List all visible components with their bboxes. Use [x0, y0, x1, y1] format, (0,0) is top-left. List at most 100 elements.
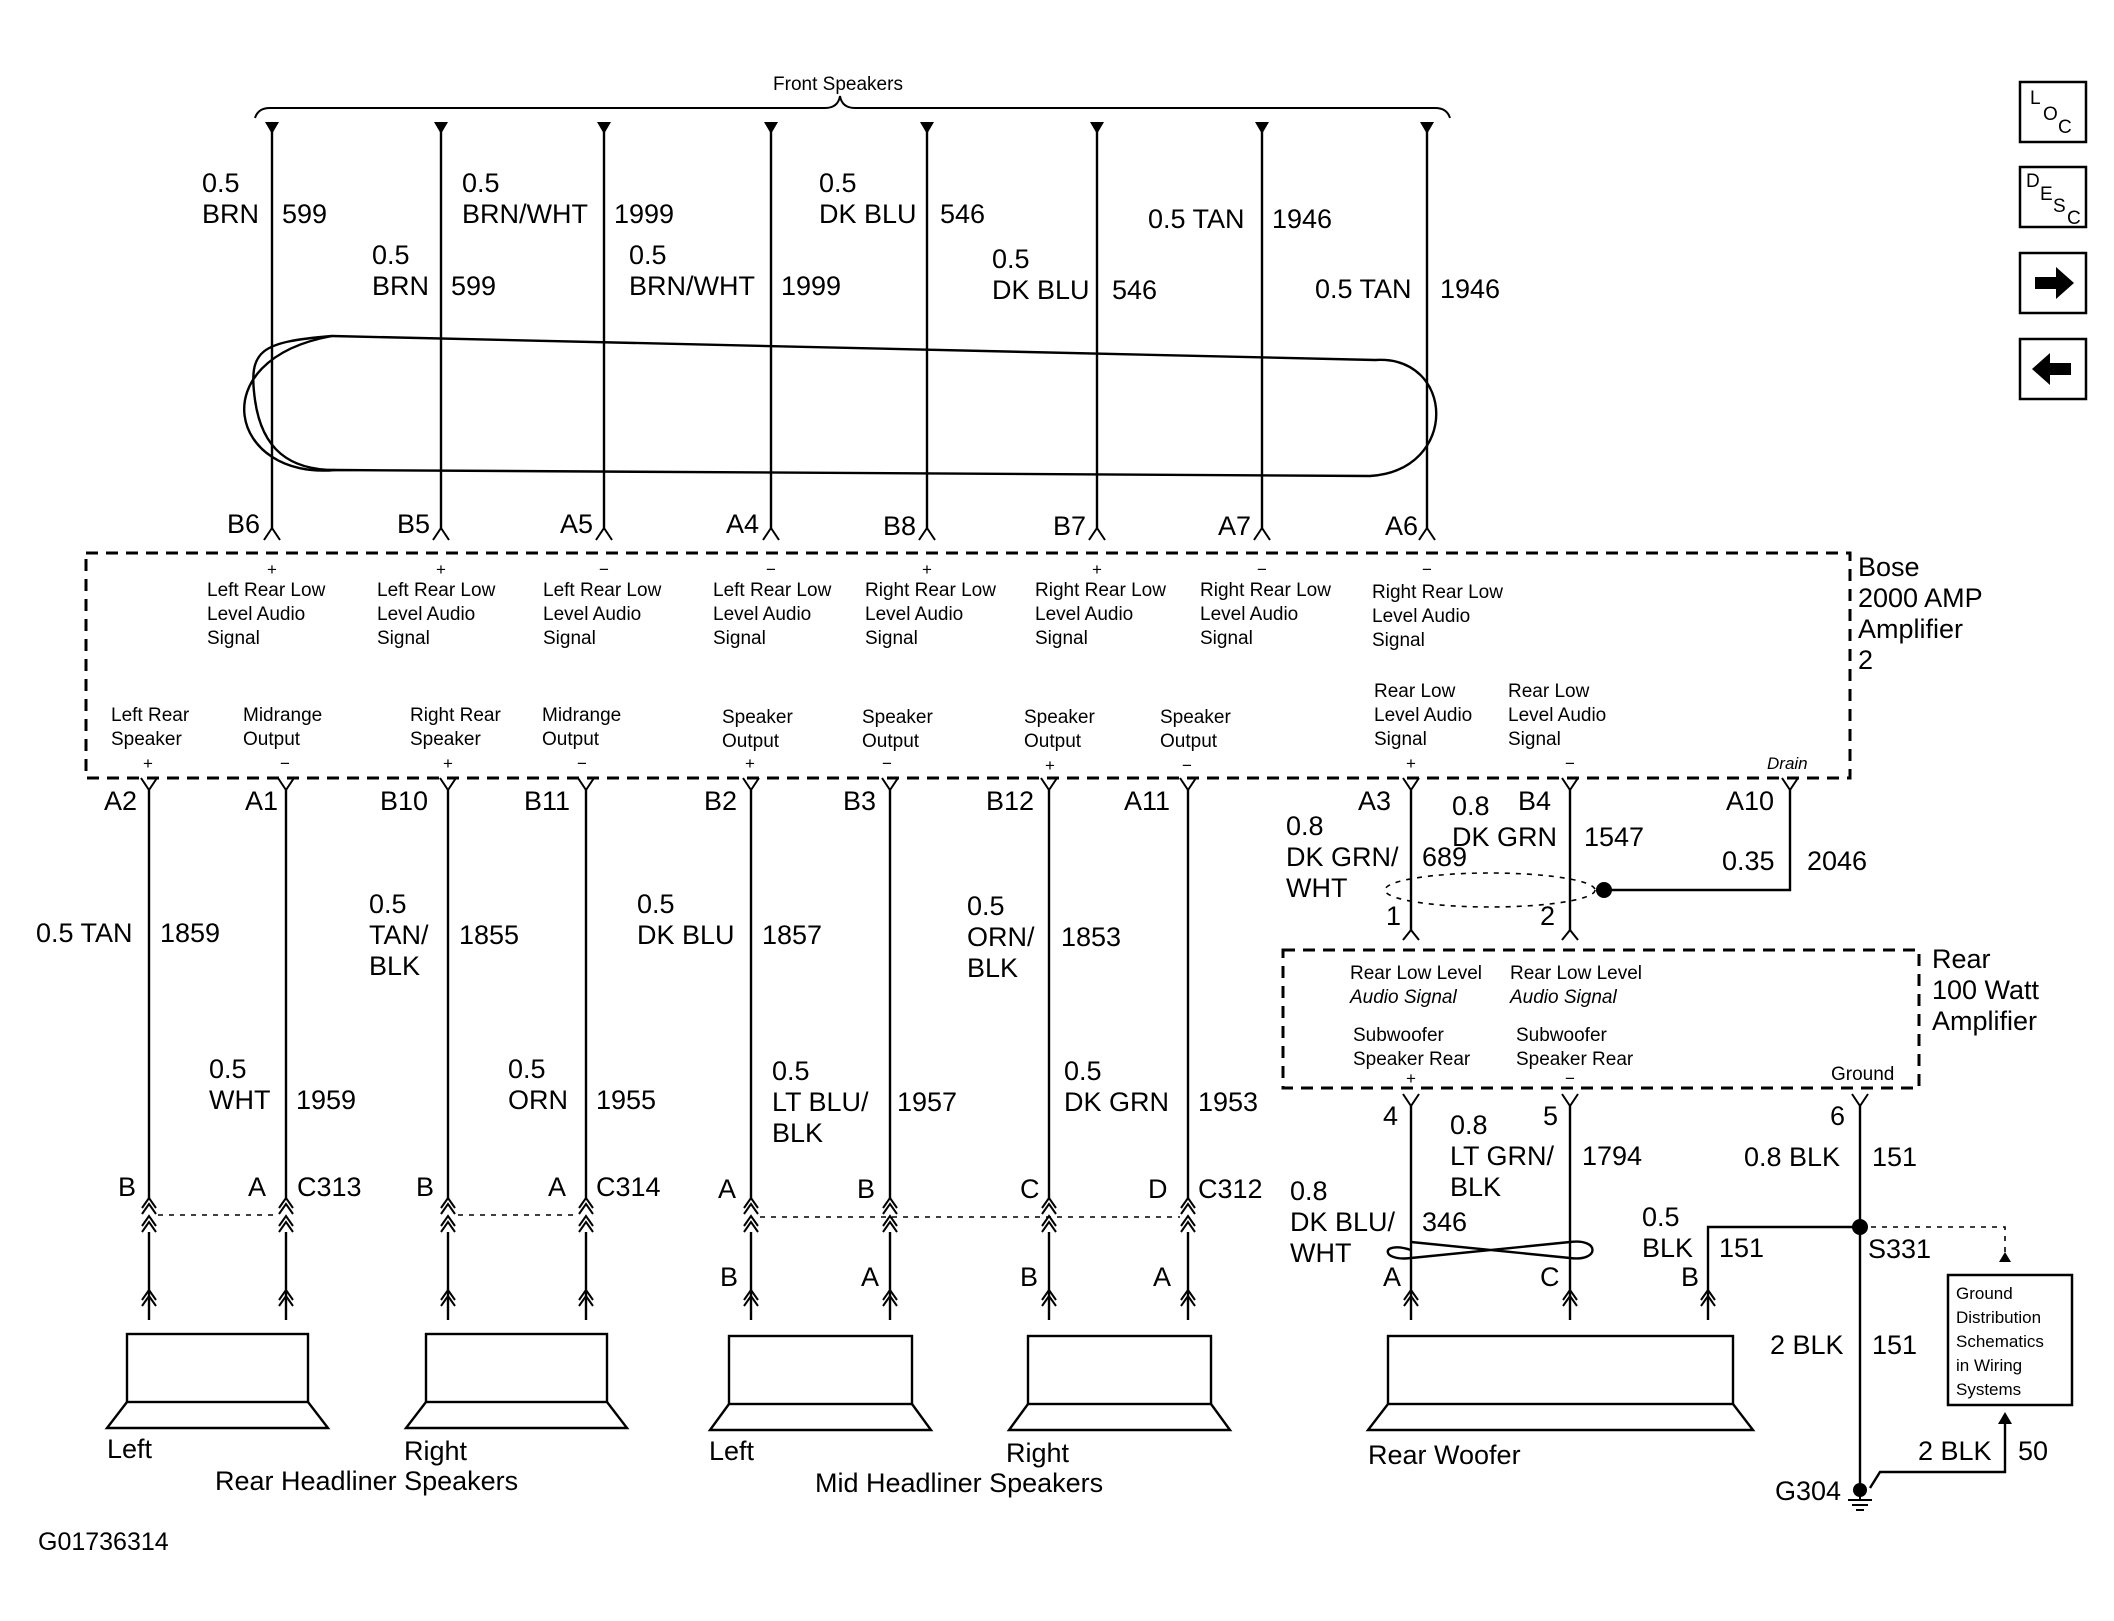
pin-desc-a4: Left Rear Low Level Audio Signal [713, 580, 832, 649]
twisted-pair-loop [243, 334, 1438, 478]
front-wires: 0.5 BRN 599 0.5 BRN 599 0.5 BRN/WHT 1999… [202, 122, 1500, 528]
svg-text:1959: 1959 [296, 1085, 356, 1115]
svg-text:Speaker: Speaker [111, 729, 182, 750]
svg-text:−: − [766, 560, 776, 579]
svg-text:Level Audio: Level Audio [543, 604, 641, 625]
svg-text:1547: 1547 [1584, 822, 1644, 852]
svg-text:Level Audio: Level Audio [1508, 705, 1606, 726]
mid-left-speaker-pin-a: A [861, 1262, 879, 1292]
svg-text:BRN/WHT: BRN/WHT [462, 199, 588, 229]
svg-text:O: O [2043, 104, 2058, 125]
prev-page-button[interactable] [2018, 337, 2088, 401]
svg-text:1853: 1853 [1061, 922, 1121, 952]
svg-text:Signal: Signal [1200, 628, 1253, 649]
svg-text:+: + [1406, 754, 1416, 773]
svg-text:546: 546 [940, 199, 985, 229]
svg-text:0.5: 0.5 [209, 1054, 247, 1084]
desc-button[interactable]: D E S C [2018, 165, 2088, 229]
svg-text:599: 599 [451, 271, 496, 301]
svg-text:Level Audio: Level Audio [1372, 606, 1470, 627]
svg-text:C314: C314 [596, 1172, 661, 1202]
connector-c312: A B C D C312 [718, 1174, 1263, 1233]
svg-text:−: − [599, 560, 609, 579]
svg-text:0.5: 0.5 [819, 168, 857, 198]
svg-text:546: 546 [1112, 275, 1157, 305]
svg-text:Systems: Systems [1956, 1380, 2021, 1399]
wire-599-lower-label: 0.5 BRN 599 [372, 240, 496, 301]
svg-text:ORN: ORN [508, 1085, 568, 1115]
svg-text:Level Audio: Level Audio [865, 604, 963, 625]
svg-text:0.8: 0.8 [1452, 791, 1490, 821]
svg-text:Rear Low: Rear Low [1508, 681, 1590, 702]
svg-text:B5: B5 [397, 509, 430, 539]
svg-text:599: 599 [282, 199, 327, 229]
svg-text:Signal: Signal [865, 628, 918, 649]
connector-c314: B A C314 [416, 1172, 661, 1233]
svg-text:1955: 1955 [596, 1085, 656, 1115]
svg-text:1999: 1999 [614, 199, 674, 229]
wire-1957-label: 0.5 LT BLU/ BLK 1957 [772, 1056, 957, 1148]
rear-headliner-speakers-label: Rear Headliner Speakers [215, 1466, 518, 1496]
svg-text:1953: 1953 [1198, 1087, 1258, 1117]
svg-text:B2: B2 [704, 786, 737, 816]
ground-circuit: 0.8 BLK 151 S331 0.5 BLK 151 2 BLK 151 2… [1642, 1106, 2048, 1511]
svg-text:+: + [1092, 560, 1102, 579]
svg-text:Output: Output [542, 729, 600, 750]
svg-text:2: 2 [1540, 901, 1555, 931]
svg-text:2 BLK: 2 BLK [1918, 1436, 1992, 1466]
svg-text:Left Rear: Left Rear [111, 705, 190, 726]
pin-desc-a5: Left Rear Low Level Audio Signal [543, 580, 662, 649]
svg-text:A4: A4 [726, 509, 759, 539]
svg-text:B7: B7 [1053, 511, 1086, 541]
svg-text:Ground: Ground [1956, 1284, 2013, 1303]
svg-text:B10: B10 [380, 786, 428, 816]
ground-distribution-reference[interactable]: Ground Distribution Schematics in Wiring… [1946, 1273, 2074, 1407]
svg-text:C312: C312 [1198, 1174, 1263, 1204]
wire-1959-label: 0.5 WHT 1959 [209, 1054, 356, 1115]
svg-text:0.5: 0.5 [369, 889, 407, 919]
loc-button[interactable]: L O C [2018, 80, 2088, 144]
svg-text:Output: Output [243, 729, 301, 750]
svg-text:Midrange: Midrange [542, 705, 621, 726]
svg-text:Left Rear Low: Left Rear Low [207, 580, 326, 601]
svg-text:Rear Low Level: Rear Low Level [1510, 963, 1642, 984]
svg-text:2046: 2046 [1807, 846, 1867, 876]
svg-text:−: − [1257, 560, 1267, 579]
svg-text:D: D [1148, 1174, 1168, 1204]
next-page-button[interactable] [2018, 251, 2088, 315]
wire-1946-lower-label: 0.5 TAN 1946 [1315, 274, 1500, 304]
pin-desc-a6: Right Rear Low Level Audio Signal [1372, 582, 1503, 651]
svg-text:S: S [2053, 196, 2066, 217]
svg-text:A2: A2 [104, 786, 137, 816]
svg-text:Right Rear Low: Right Rear Low [1372, 582, 1503, 603]
svg-text:Signal: Signal [543, 628, 596, 649]
svg-text:50: 50 [2018, 1436, 2048, 1466]
svg-text:Level Audio: Level Audio [1200, 604, 1298, 625]
svg-text:−: − [280, 754, 290, 773]
svg-text:Signal: Signal [1372, 630, 1425, 651]
svg-text:−: − [1565, 754, 1575, 773]
svg-text:Level Audio: Level Audio [1035, 604, 1133, 625]
svg-text:0.5: 0.5 [772, 1056, 810, 1086]
svg-text:B11: B11 [524, 786, 570, 816]
svg-text:Speaker Rear: Speaker Rear [1353, 1049, 1471, 1070]
svg-text:B8: B8 [883, 511, 916, 541]
svg-text:Level Audio: Level Audio [1374, 705, 1472, 726]
svg-text:+: + [922, 560, 932, 579]
wire-1794-label: 0.8 LT GRN/ BLK 1794 [1450, 1110, 1642, 1202]
wire-1955-label: 0.5 ORN 1955 [508, 1054, 656, 1115]
svg-text:BLK: BLK [772, 1118, 823, 1148]
svg-text:DK GRN: DK GRN [1064, 1087, 1169, 1117]
mid-headliner-speakers-label: Mid Headliner Speakers [815, 1468, 1103, 1498]
pin-desc-b8: Right Rear Low Level Audio Signal [865, 580, 996, 649]
svg-text:0.5: 0.5 [462, 168, 500, 198]
svg-text:TAN/: TAN/ [369, 920, 429, 950]
wire-1999-upper-label: 0.5 BRN/WHT 1999 [462, 168, 674, 229]
svg-text:2: 2 [1858, 645, 1873, 675]
svg-text:C313: C313 [297, 1172, 362, 1202]
svg-text:5: 5 [1543, 1101, 1558, 1131]
svg-text:Signal: Signal [1508, 729, 1561, 750]
svg-text:DK BLU/: DK BLU/ [1290, 1207, 1396, 1237]
svg-text:1857: 1857 [762, 920, 822, 950]
svg-text:A3: A3 [1358, 786, 1391, 816]
